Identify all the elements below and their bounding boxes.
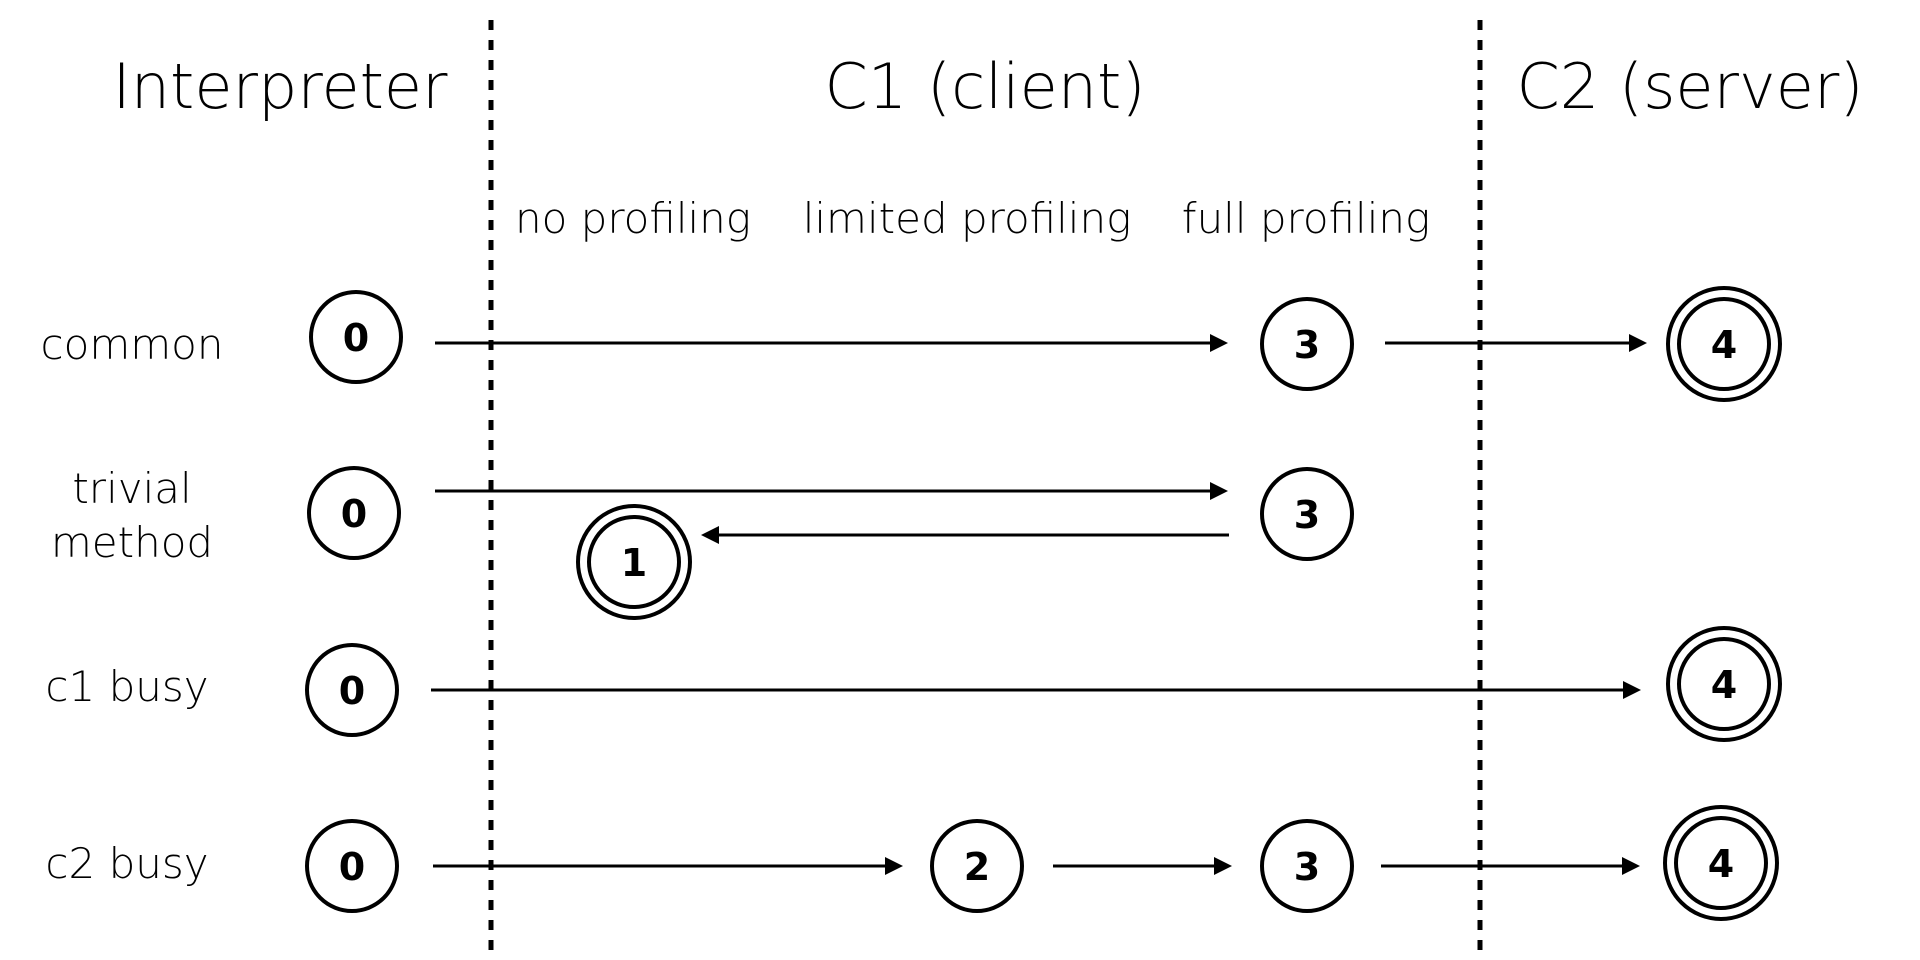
node-c2busy-level-4-final: 4 xyxy=(1663,805,1779,921)
row-label-trivial-line2: method xyxy=(51,518,213,567)
node-c2busy-level-2: 2 xyxy=(930,819,1024,913)
arrowhead-trivial-3-to-1 xyxy=(701,526,719,544)
svg-text:0: 0 xyxy=(341,492,367,536)
row-label-trivial-line1: trivial xyxy=(72,464,191,513)
column-header-interpreter: Interpreter xyxy=(112,50,448,123)
node-c2busy-level-0: 0 xyxy=(305,819,399,913)
node-trivial-level-0: 0 xyxy=(307,466,401,560)
row-label-c1-busy: c1 busy xyxy=(45,662,208,711)
svg-text:0: 0 xyxy=(339,845,365,889)
node-common-level-3: 3 xyxy=(1260,297,1354,391)
row-label-c2-busy: c2 busy xyxy=(45,839,208,888)
arrowhead-c2busy-3-to-4 xyxy=(1622,857,1640,875)
svg-text:0: 0 xyxy=(343,316,369,360)
arrowhead-trivial-0-to-3 xyxy=(1210,482,1228,500)
arrowhead-common-0-to-3 xyxy=(1210,334,1228,352)
subheader-full-profiling: full profiling xyxy=(1182,194,1430,243)
subheader-limited-profiling: limited profiling xyxy=(803,194,1132,243)
svg-text:3: 3 xyxy=(1294,845,1320,889)
node-trivial-level-3: 3 xyxy=(1260,467,1354,561)
row-label-common: common xyxy=(41,320,224,369)
subheader-no-profiling: no profiling xyxy=(515,194,751,243)
arrowhead-c1busy-0-to-4 xyxy=(1623,681,1641,699)
arrowhead-c2busy-0-to-2 xyxy=(885,857,903,875)
svg-text:0: 0 xyxy=(339,669,365,713)
svg-text:1: 1 xyxy=(621,541,647,585)
node-c2busy-level-3: 3 xyxy=(1260,819,1354,913)
column-header-c2: C2 (server) xyxy=(1516,50,1863,123)
node-common-level-4-final: 4 xyxy=(1666,286,1782,402)
svg-text:4: 4 xyxy=(1711,663,1737,707)
arrowhead-common-3-to-4 xyxy=(1629,334,1647,352)
node-common-level-0: 0 xyxy=(309,290,403,384)
node-trivial-level-1-final: 1 xyxy=(576,504,692,620)
svg-text:3: 3 xyxy=(1294,493,1320,537)
node-c1busy-level-4-final: 4 xyxy=(1666,626,1782,742)
svg-text:3: 3 xyxy=(1294,323,1320,367)
arrowhead-c2busy-2-to-3 xyxy=(1214,857,1232,875)
column-header-c1: C1 (client) xyxy=(824,50,1145,123)
svg-text:2: 2 xyxy=(964,845,990,889)
svg-text:4: 4 xyxy=(1708,842,1734,886)
svg-text:4: 4 xyxy=(1711,323,1737,367)
node-c1busy-level-0: 0 xyxy=(305,643,399,737)
